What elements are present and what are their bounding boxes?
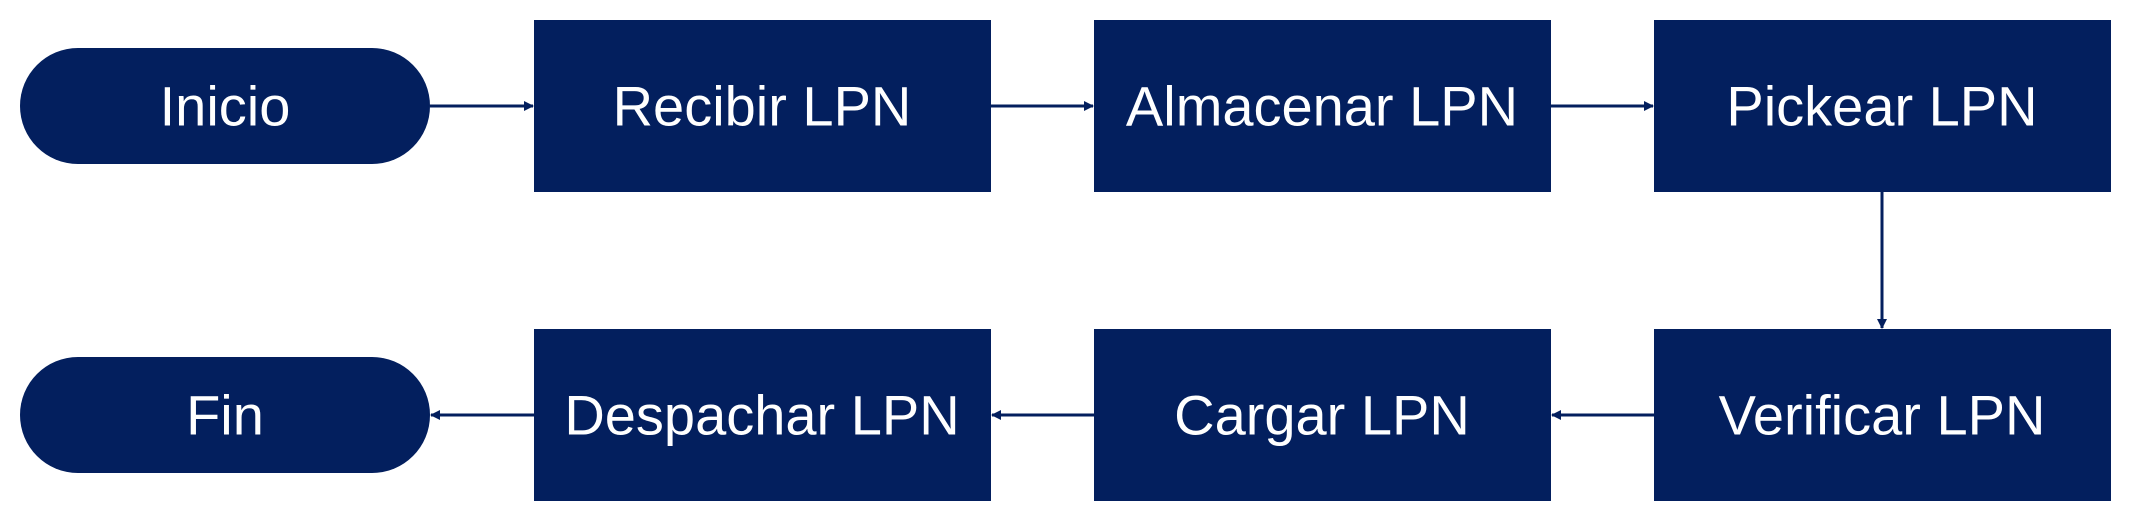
node-inicio: Inicio (20, 48, 430, 164)
node-pickear-lpn: Pickear LPN (1654, 20, 2111, 192)
node-label: Verificar LPN (1719, 384, 2046, 447)
terminator-shape (20, 357, 430, 473)
node-label: Inicio (160, 75, 291, 138)
process-box (1094, 20, 1551, 192)
node-label: Almacenar LPN (1126, 75, 1518, 138)
process-box (1654, 20, 2111, 192)
node-label: Recibir LPN (613, 75, 912, 138)
node-label: Pickear LPN (1726, 75, 2037, 138)
terminator-shape (20, 48, 430, 164)
node-recibir-lpn: Recibir LPN (534, 20, 991, 192)
process-box (1094, 329, 1551, 501)
node-label: Cargar LPN (1174, 384, 1470, 447)
node-verificar-lpn: Verificar LPN (1654, 329, 2111, 501)
node-label: Despachar LPN (564, 384, 959, 447)
node-fin: Fin (20, 357, 430, 473)
process-box (534, 329, 991, 501)
node-despachar-lpn: Despachar LPN (534, 329, 991, 501)
node-label: Fin (186, 384, 264, 447)
node-almacenar-lpn: Almacenar LPN (1094, 20, 1551, 192)
node-cargar-lpn: Cargar LPN (1094, 329, 1551, 501)
process-box (534, 20, 991, 192)
process-box (1654, 329, 2111, 501)
